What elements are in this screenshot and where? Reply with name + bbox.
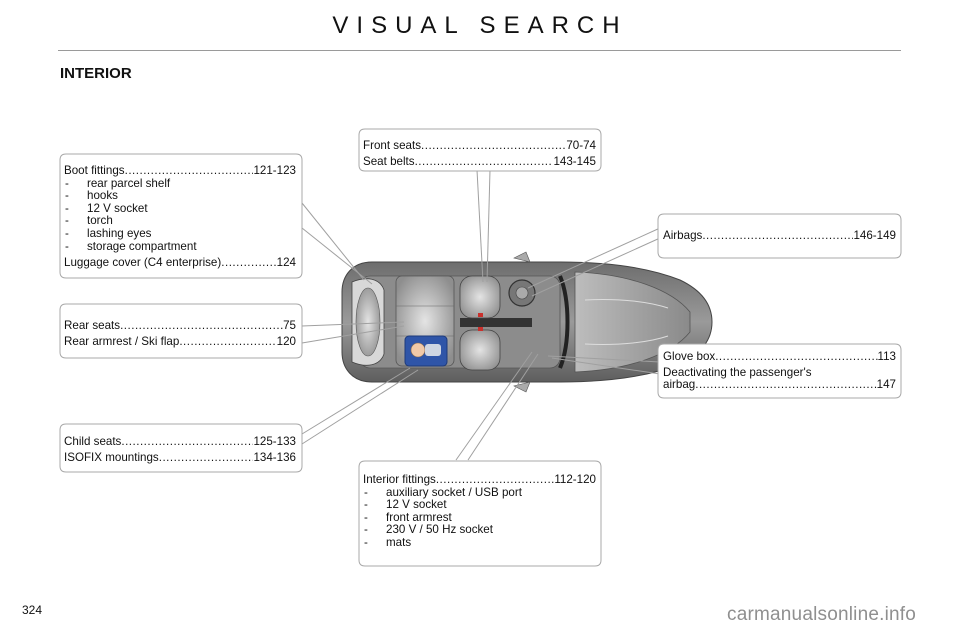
callout-frame-interior <box>358 460 602 567</box>
front-seats <box>459 275 501 371</box>
page-ref: 143-145 <box>553 155 596 168</box>
callout-child-seats: Child seats125-133 ISOFIX mountings 134-… <box>64 434 296 466</box>
index-entry[interactable]: Boot fittings121-123 <box>64 164 296 178</box>
leader-child-seats-2 <box>301 369 419 445</box>
sub-item: -12 V socket <box>65 201 148 215</box>
index-entry[interactable]: Front seats70-74 <box>363 138 596 154</box>
page-ref: 134-136 <box>253 451 296 464</box>
page-ref: 124 <box>276 256 296 270</box>
callout-airbags: Airbags 146-149 <box>663 229 896 243</box>
callout-glove-box: Glove box 113 Deactivating the passenger… <box>663 350 896 392</box>
leader-front-seats <box>476 169 484 283</box>
sub-item: -auxiliary socket / USB port <box>364 485 522 499</box>
index-entry[interactable]: Airbags 146-149 <box>663 229 896 243</box>
index-entry[interactable]: Interior fittings112-120 <box>363 473 596 487</box>
page-ref: 121-123 <box>253 164 296 177</box>
callout-front-seats: Front seats70-74 Seat belts143-145 <box>363 138 596 170</box>
page-ref: 75 <box>283 319 296 332</box>
leader-glove-box-2 <box>551 357 661 375</box>
callout-interior-fittings: Interior fittings112-120 -auxiliary sock… <box>363 473 596 550</box>
index-entry[interactable]: Luggage cover (C4 enterprise)124 <box>64 257 296 270</box>
section-heading: INTERIOR <box>60 65 132 82</box>
callout-frame-boot <box>59 153 303 279</box>
page-number: 324 <box>22 603 43 617</box>
leader-boot <box>301 202 365 281</box>
page-ref: 146-149 <box>853 229 896 242</box>
index-entry[interactable]: Seat belts143-145 <box>363 154 596 170</box>
sub-item: -front armrest <box>364 510 452 524</box>
child-seat <box>404 335 448 367</box>
sub-item: -12 V socket <box>364 498 447 512</box>
sub-item: -storage compartment <box>65 239 197 253</box>
leader-boot-2 <box>301 227 373 285</box>
sub-item: -hooks <box>65 189 118 203</box>
watermark: carmanualsonline.info <box>727 604 917 625</box>
index-entry[interactable]: Rear armrest / Ski flap120 <box>64 334 296 350</box>
sub-item: -mats <box>364 535 412 549</box>
leader-airbags-2 <box>531 237 661 297</box>
page-ref: 120 <box>276 335 296 348</box>
index-entry[interactable]: Rear seats 75 <box>64 318 296 334</box>
leader-interior <box>455 351 533 461</box>
page-ref: 113 <box>877 350 896 363</box>
sub-item: -rear parcel shelf <box>65 176 171 190</box>
mirrors <box>513 251 531 393</box>
index-entry[interactable]: Glove box 113 <box>663 350 896 364</box>
sub-item: -torch <box>65 214 113 228</box>
callout-rear-seats: Rear seats 75 Rear armrest / Ski flap120 <box>64 318 296 350</box>
page-ref: 70-74 <box>566 139 596 152</box>
leader-child-seats <box>301 367 411 435</box>
title-divider <box>58 50 901 51</box>
index-entry[interactable]: ISOFIX mountings 134-136 <box>64 450 296 466</box>
index-entry[interactable]: airbag147 <box>663 379 896 392</box>
callout-boot-fittings: Boot fittings121-123 -rear parcel shelf … <box>64 164 296 270</box>
leader-lines <box>301 169 661 461</box>
leader-front-seats-2 <box>486 169 491 283</box>
car-illustration <box>341 251 713 393</box>
boot-area <box>351 278 385 366</box>
index-entry[interactable]: Child seats125-133 <box>64 434 296 450</box>
page-ref: 147 <box>876 378 896 392</box>
leader-airbags <box>527 227 661 289</box>
leader-rear-seats-2 <box>301 325 405 344</box>
leader-interior-2 <box>467 353 539 461</box>
leader-glove-box <box>547 355 661 363</box>
sub-item: -lashing eyes <box>65 226 152 240</box>
page-ref: 112-120 <box>554 473 596 486</box>
index-entry-label[interactable]: Deactivating the passenger's <box>663 365 812 379</box>
steering-wheel <box>508 279 536 307</box>
page-ref: 125-133 <box>253 435 296 448</box>
sub-item: -230 V / 50 Hz socket <box>364 523 493 537</box>
leader-rear-seats <box>301 321 405 327</box>
page-title: VISUAL SEARCH <box>332 12 628 39</box>
